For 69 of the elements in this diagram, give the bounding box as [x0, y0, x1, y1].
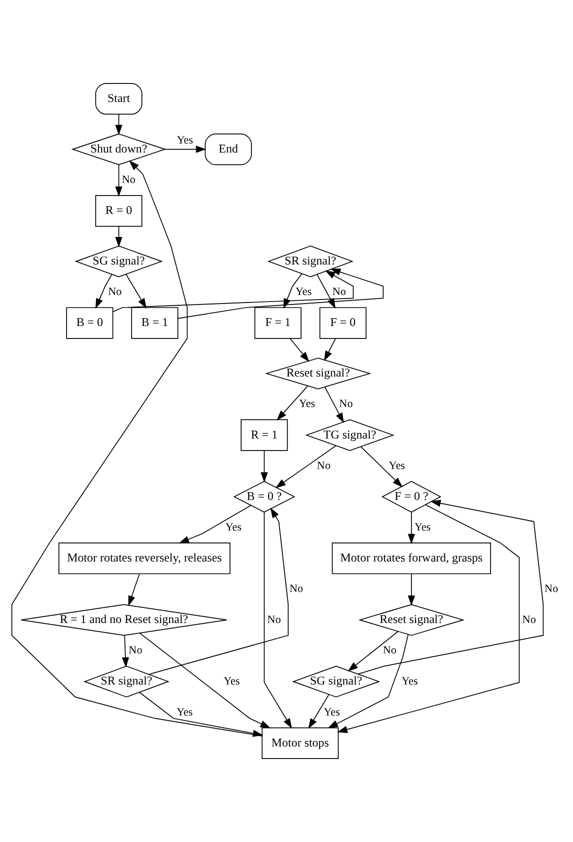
- node-diamond: Reset signal?: [358, 604, 465, 636]
- edge-label: No: [128, 644, 142, 657]
- edge-label: Yes: [402, 675, 418, 688]
- arrow: [264, 512, 292, 729]
- node-box: B = 0: [66, 307, 114, 339]
- node-diamond: Reset signal?: [265, 358, 372, 390]
- edge-label: Yes: [224, 675, 240, 688]
- arrow: [115, 226, 122, 248]
- node-box: Motor rotates reversely, releases: [58, 542, 230, 574]
- arrow: [328, 634, 409, 728]
- arrow: [128, 574, 140, 606]
- arrow: [358, 500, 544, 674]
- arrow: [360, 446, 403, 488]
- node-box: Motor stops: [262, 727, 339, 759]
- arrow: [324, 338, 336, 362]
- edge-label: Yes: [298, 398, 316, 410]
- edge-label: No: [290, 583, 304, 596]
- arrow: [177, 268, 384, 319]
- node-diamond: R = 1 and no Reset signal?: [20, 604, 228, 636]
- edge-label: No: [316, 460, 331, 472]
- arrow: [178, 504, 252, 544]
- node-box: B = 1: [131, 307, 178, 339]
- arrow: [260, 450, 268, 483]
- arrow: [115, 164, 122, 197]
- edge-label: No: [544, 583, 558, 596]
- arrow: [275, 445, 336, 488]
- edge-label: No: [339, 398, 353, 410]
- node-diamond: B = 0 ?: [233, 480, 296, 513]
- arrow: [148, 508, 289, 675]
- arrow: [324, 386, 344, 424]
- edge-label: Yes: [324, 706, 340, 718]
- arrow: [408, 512, 416, 544]
- node-box: R = 1: [240, 419, 288, 451]
- arrow: [122, 634, 130, 668]
- edge-label: No: [108, 286, 122, 298]
- node-diamond: Shut down?: [71, 133, 166, 166]
- arrow: [290, 338, 310, 362]
- node-diamond: TG signal?: [305, 419, 394, 451]
- edge-label: Yes: [176, 134, 194, 147]
- node-box: End: [204, 133, 252, 166]
- node-diamond: SG signal?: [292, 666, 380, 698]
- edge-label: Yes: [296, 286, 312, 298]
- edge-label: No: [332, 286, 346, 298]
- arrow: [95, 274, 112, 309]
- edge-label: No: [267, 614, 281, 626]
- arrow: [115, 114, 122, 136]
- edge-label: Yes: [176, 706, 193, 718]
- arrow: [112, 270, 354, 312]
- edge-label: No: [382, 644, 396, 657]
- node-box: R = 0: [95, 195, 142, 227]
- node-box: Motor rotates forward, grasps: [332, 542, 492, 574]
- edge-label: Yes: [414, 521, 431, 534]
- arrow: [126, 274, 147, 309]
- node-box: F = 0: [319, 307, 366, 339]
- arrow: [408, 574, 416, 606]
- node-diamond: SR signal?: [83, 666, 170, 698]
- arrow: [276, 385, 308, 421]
- edge-label: No: [522, 614, 536, 626]
- node-box: Start: [95, 83, 142, 115]
- edge-label: Yes: [388, 460, 405, 472]
- edge-label: No: [122, 174, 136, 186]
- arrow: [337, 504, 520, 733]
- arrow: [164, 146, 206, 153]
- arrow: [308, 694, 330, 729]
- edge-label: Yes: [225, 521, 242, 534]
- node-box: F = 1: [254, 307, 302, 339]
- node-diamond: SG signal?: [74, 246, 163, 278]
- arrow: [348, 631, 398, 672]
- arrow: [139, 632, 271, 728]
